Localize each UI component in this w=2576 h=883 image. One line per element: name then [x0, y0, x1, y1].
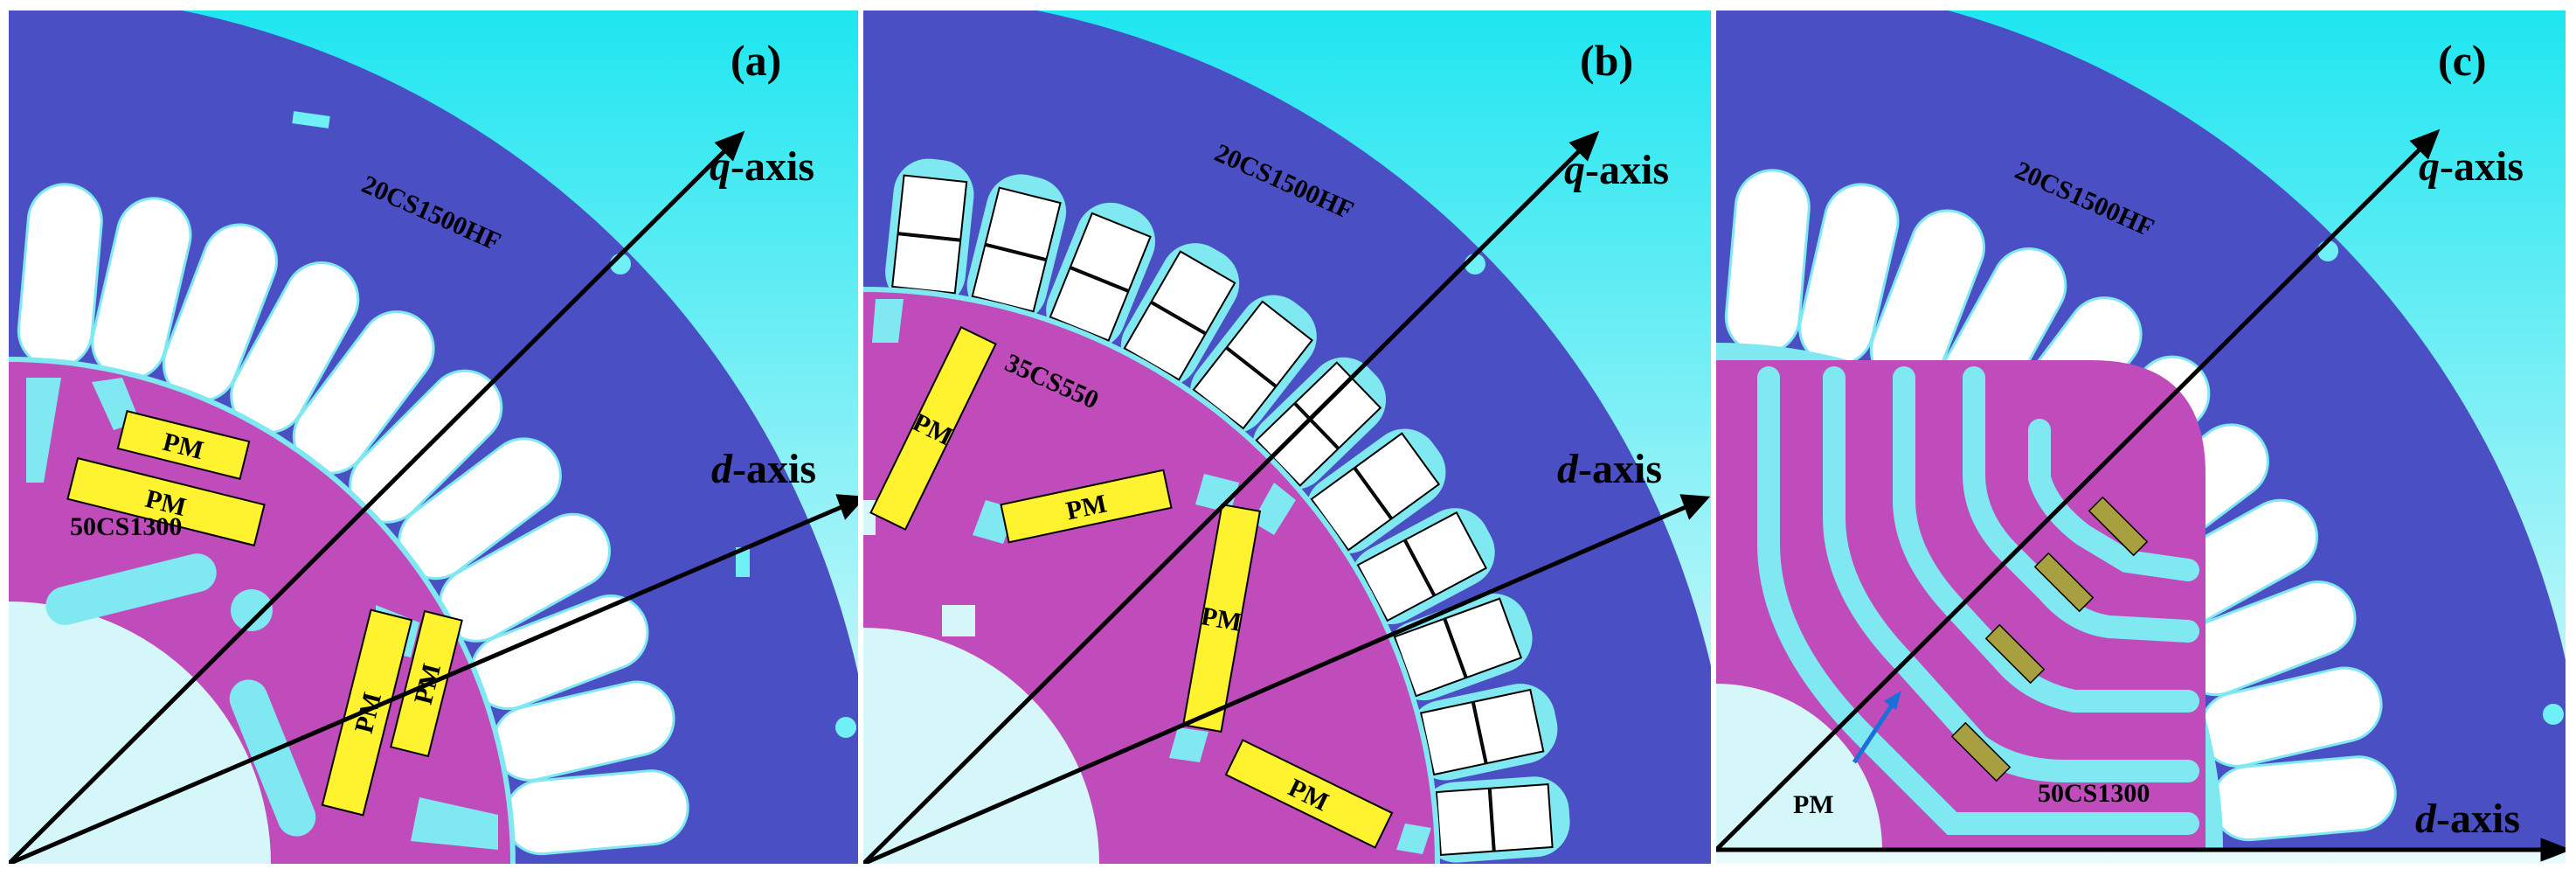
- panel-a-drawing: PM PM PM PM: [9, 10, 858, 864]
- panel-label: (b): [1580, 36, 1633, 85]
- magnet: [1000, 469, 1173, 544]
- q-axis-label: q-axis: [2419, 143, 2524, 190]
- d-axis-arrowhead: [1679, 494, 1711, 520]
- rotor-material-label: 50CS1300: [2038, 779, 2150, 808]
- magnet: [1950, 721, 2012, 782]
- d-axis-arrowhead: [2540, 838, 2566, 862]
- q-axis-line: [9, 143, 732, 864]
- flux-barrier: [1823, 366, 2199, 782]
- pm-pointer-arrowhead: [1884, 691, 1901, 710]
- pm-pointer-label: PM: [1793, 790, 1834, 819]
- d-axis-arrowhead: [835, 494, 858, 520]
- panel-a: PM PM PM PM: [9, 10, 858, 864]
- panel-label: (c): [2438, 36, 2487, 85]
- stator-notch: [2543, 704, 2564, 725]
- d-axis-line: [9, 502, 848, 864]
- panel-label: (a): [731, 36, 781, 85]
- q-axis-label: q-axis: [710, 143, 814, 190]
- stator-vent: [736, 547, 750, 577]
- stator-vent: [292, 111, 330, 129]
- d-axis-label: d-axis: [1557, 446, 1662, 492]
- magnet-label: PM: [1199, 601, 1244, 637]
- flux-barrier: [1963, 366, 2199, 643]
- magnet: [66, 456, 266, 547]
- rotor-material-label: 50CS1300: [70, 512, 182, 541]
- panel-c: (c) q-axis d-axis 20CS1500HF 50CS1300 PM: [1716, 10, 2566, 864]
- q-axis-arrowhead: [714, 130, 745, 162]
- flux-barrier: [1757, 366, 2199, 835]
- magnet: [116, 410, 251, 480]
- stator-slot: [503, 769, 689, 856]
- flux-barrier: [45, 553, 217, 625]
- magnet: [1984, 623, 2046, 685]
- q-axis-arrowhead: [1568, 130, 1600, 162]
- q-axis-line: [1716, 143, 2426, 852]
- panel-b: PM PM PM PM: [863, 10, 1711, 864]
- magnet: [2088, 496, 2149, 557]
- pm-pointer-line: [1852, 699, 1897, 764]
- d-axis-label: d-axis: [711, 446, 816, 492]
- d-axis-label: d-axis: [2415, 796, 2520, 842]
- magnet: [869, 325, 997, 532]
- shaft-keyway: [942, 605, 975, 636]
- magnet: [2033, 552, 2095, 613]
- flux-barrier: [1893, 366, 2199, 713]
- flux-barrier: [26, 378, 61, 483]
- d-axis-line: [863, 502, 1693, 864]
- q-axis-arrowhead: [2409, 129, 2441, 160]
- flux-barrier: [411, 797, 498, 850]
- magnet: [1224, 739, 1394, 849]
- q-axis-line: [863, 143, 1587, 864]
- panel-b-drawing: PM PM PM PM: [863, 10, 1711, 864]
- magnet: [1181, 503, 1262, 734]
- flux-barrier: [229, 679, 316, 837]
- flux-barrier: [231, 589, 273, 631]
- panel-c-drawing: (c) q-axis d-axis 20CS1500HF 50CS1300 PM: [1716, 10, 2566, 864]
- stator-notch: [835, 717, 856, 738]
- q-axis-label: q-axis: [1564, 147, 1669, 193]
